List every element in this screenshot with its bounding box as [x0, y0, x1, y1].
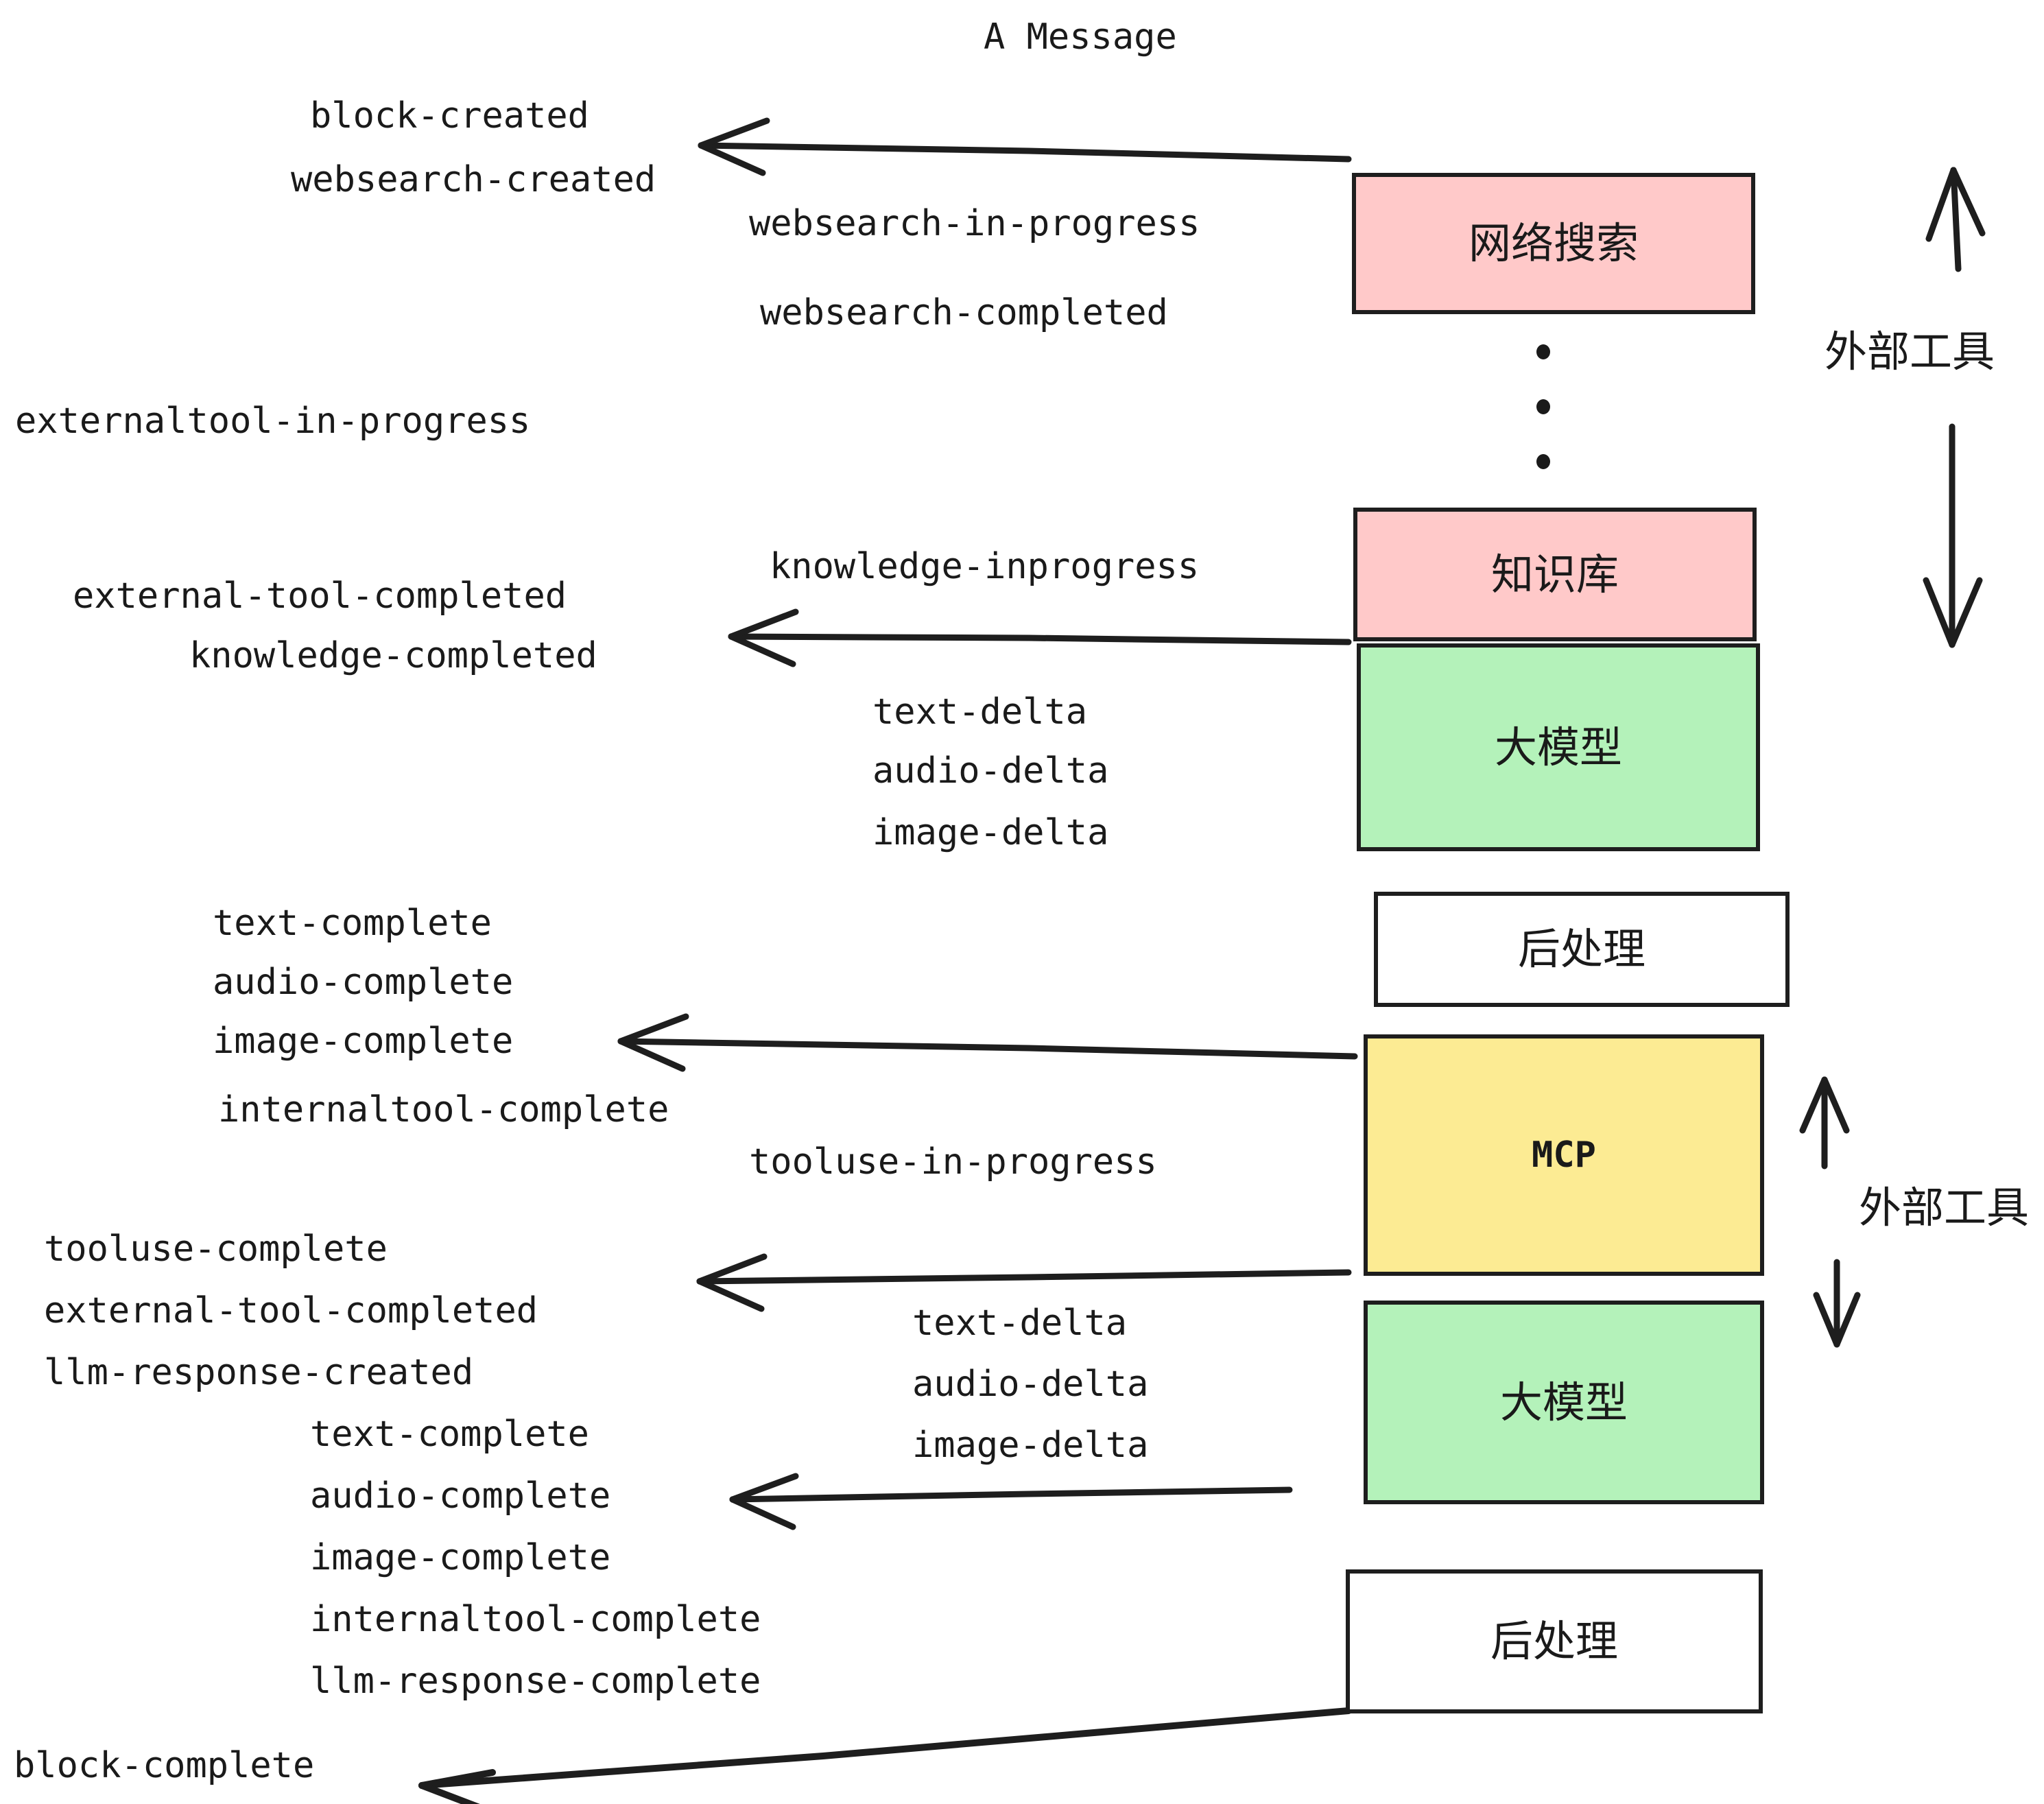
box-mcp-label: MCP	[1532, 1135, 1596, 1176]
event-text-complete-2: text-complete	[310, 1414, 589, 1455]
event-external-tool-completed-2: external-tool-completed	[44, 1290, 538, 1331]
side-label-external-tool-top: 外部工具	[1825, 327, 1995, 377]
event-text-delta-1: text-delta	[872, 691, 1088, 733]
event-block-complete: block-complete	[14, 1745, 315, 1786]
box-llm-2[interactable]: 大模型	[1364, 1301, 1764, 1504]
event-websearch-created: websearch-created	[291, 159, 656, 200]
event-image-delta-1: image-delta	[872, 812, 1109, 853]
box-llm-1-label: 大模型	[1494, 722, 1622, 772]
event-text-complete-1: text-complete	[213, 903, 492, 944]
event-externaltool-in-progress: externaltool-in-progress	[15, 401, 531, 442]
event-text-delta-2: text-delta	[912, 1303, 1128, 1344]
box-knowledge[interactable]: 知识库	[1353, 508, 1757, 641]
box-knowledge-label: 知识库	[1490, 549, 1619, 600]
event-image-delta-2: image-delta	[912, 1425, 1149, 1466]
side-label-external-tool-bottom: 外部工具	[1859, 1183, 2030, 1233]
event-audio-delta-1: audio-delta	[872, 750, 1109, 792]
arrow-postprocess2-to-block-complete	[418, 1707, 1352, 1804]
event-audio-delta-2: audio-delta	[912, 1364, 1149, 1405]
ellipsis-dot-1	[1536, 344, 1550, 359]
arrow-knowledge-to-completed	[728, 608, 1352, 667]
diagram-title: A Message	[984, 16, 1177, 58]
arrow-external-tool-bottom-down	[1813, 1259, 1861, 1348]
arrow-external-tool-top-down	[1923, 423, 1983, 648]
event-tooluse-complete: tooluse-complete	[44, 1229, 388, 1270]
box-postprocess-1-label: 后处理	[1517, 924, 1645, 974]
ellipsis-dot-3	[1536, 454, 1550, 469]
arrow-external-tool-bottom-up	[1799, 1076, 1850, 1170]
arrow-postprocess-to-image-complete	[617, 1013, 1358, 1072]
event-tooluse-in-progress: tooluse-in-progress	[749, 1141, 1157, 1183]
event-image-complete-2: image-complete	[310, 1537, 611, 1578]
box-websearch-label: 网络搜索	[1468, 218, 1639, 268]
event-audio-complete-2: audio-complete	[310, 1475, 611, 1517]
box-websearch[interactable]: 网络搜索	[1352, 173, 1755, 314]
event-audio-complete-1: audio-complete	[213, 962, 514, 1003]
event-image-complete-1: image-complete	[213, 1021, 514, 1062]
event-block-created: block-created	[310, 95, 589, 137]
box-mcp[interactable]: MCP	[1364, 1034, 1764, 1276]
box-postprocess-2[interactable]: 后处理	[1346, 1569, 1763, 1713]
event-knowledge-inprogress: knowledge-inprogress	[770, 546, 1200, 587]
event-internaltool-complete-2: internaltool-complete	[310, 1599, 761, 1640]
arrow-mcp-to-tooluse-complete	[696, 1253, 1352, 1312]
box-llm-2-label: 大模型	[1499, 1377, 1628, 1427]
event-websearch-in-progress: websearch-in-progress	[749, 203, 1200, 244]
event-llm-response-complete: llm-response-complete	[310, 1661, 761, 1702]
ellipsis-dot-2	[1536, 399, 1550, 414]
arrow-external-tool-top-up	[1925, 167, 1986, 272]
event-knowledge-completed: knowledge-completed	[189, 635, 597, 676]
box-llm-1[interactable]: 大模型	[1357, 643, 1760, 851]
arrow-llm2-to-audio-complete	[729, 1473, 1293, 1530]
arrow-websearch-to-created	[698, 117, 1352, 176]
event-llm-response-created: llm-response-created	[44, 1352, 474, 1393]
event-internaltool-complete-1: internaltool-complete	[218, 1089, 669, 1130]
event-external-tool-completed-1: external-tool-completed	[73, 575, 567, 617]
event-websearch-completed: websearch-completed	[760, 292, 1168, 333]
box-postprocess-1[interactable]: 后处理	[1374, 892, 1790, 1007]
box-postprocess-2-label: 后处理	[1490, 1616, 1618, 1666]
